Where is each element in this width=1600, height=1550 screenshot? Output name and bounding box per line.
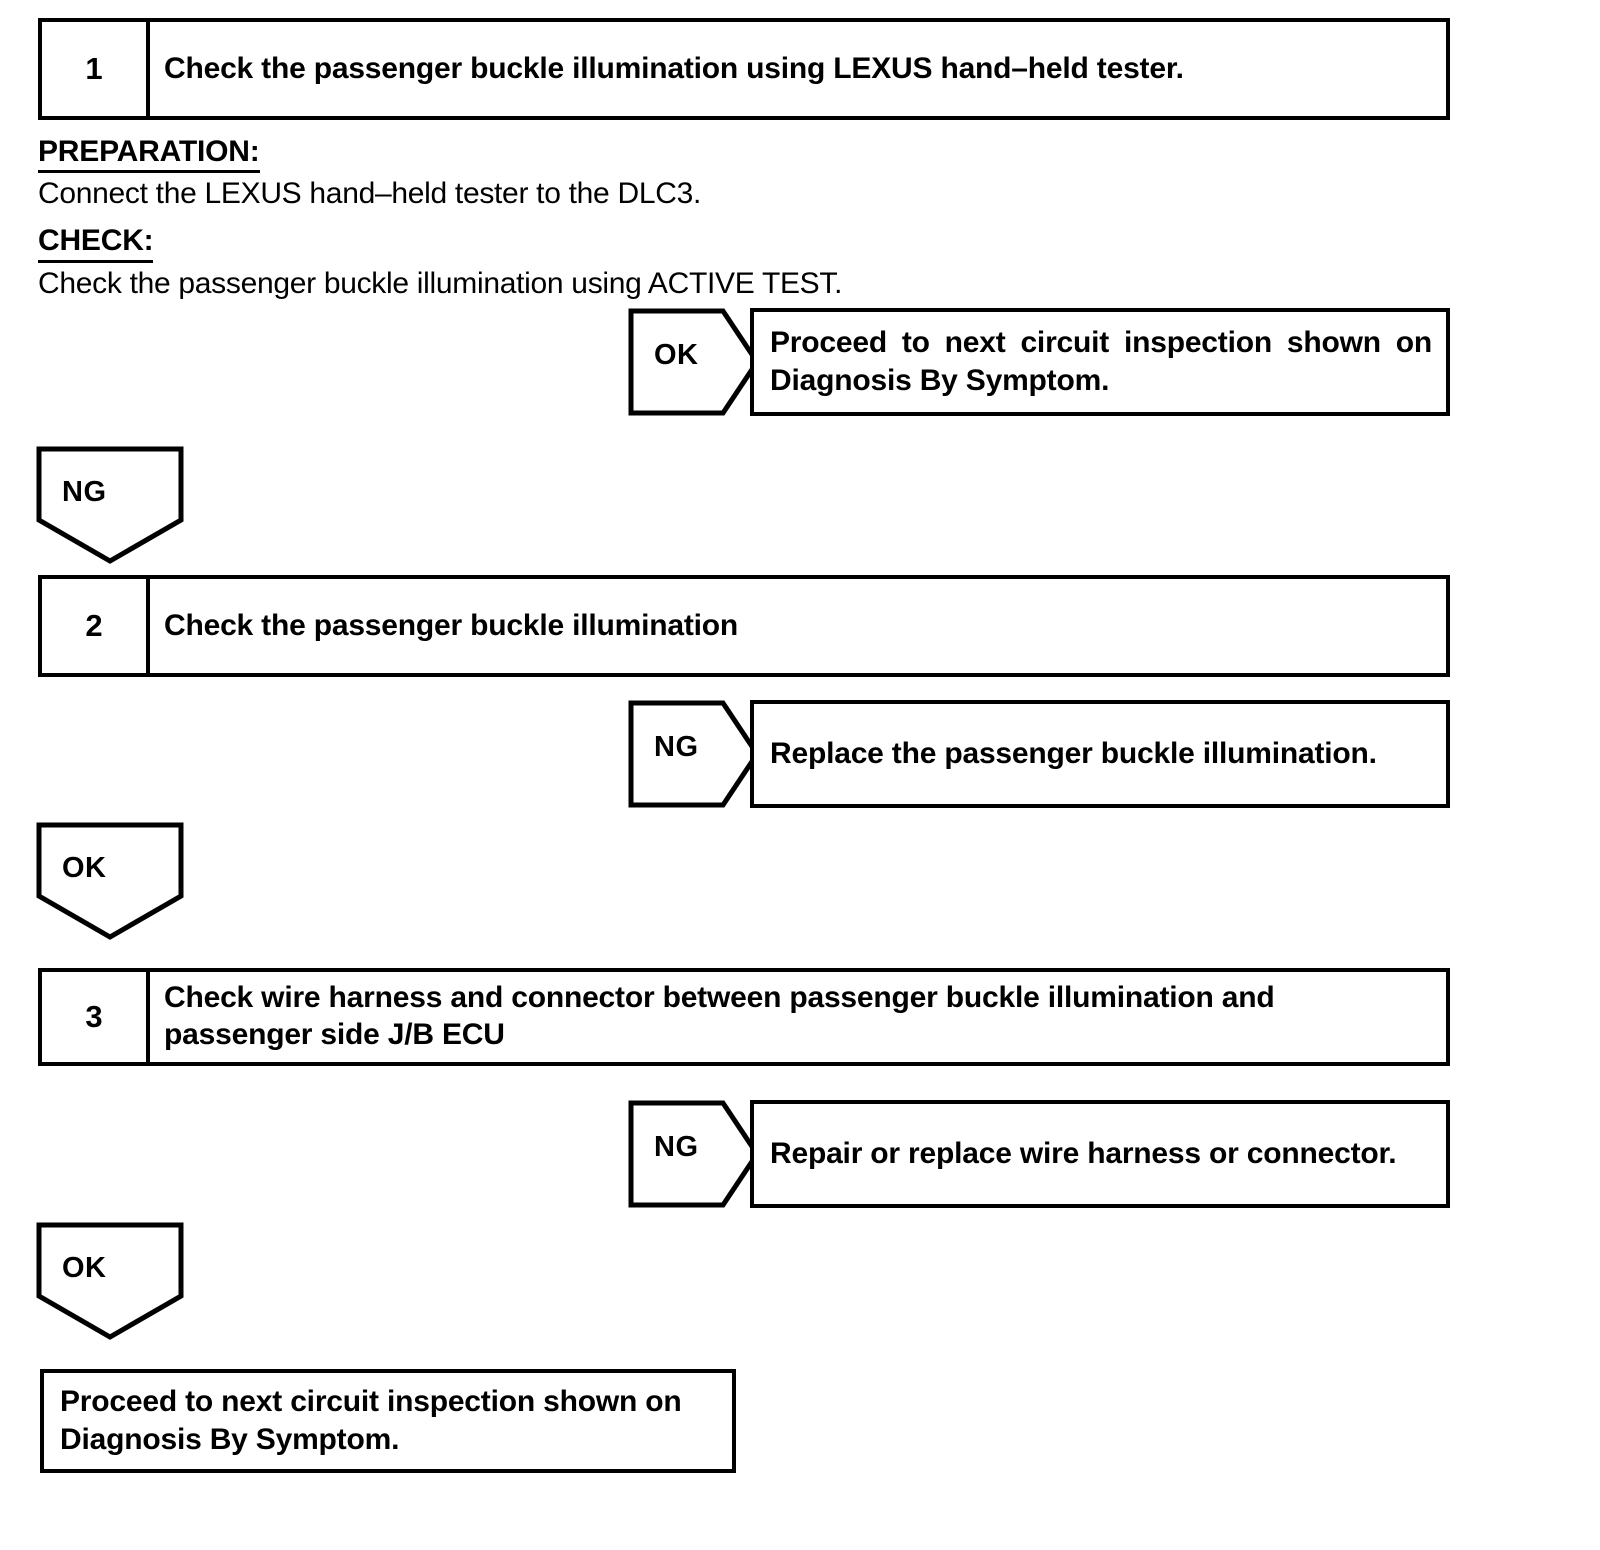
- step-box-1[interactable]: 1 Check the passenger buckle illuminatio…: [38, 18, 1450, 120]
- step-number-3: 3: [42, 972, 150, 1062]
- arrow-right-shape: [628, 1100, 760, 1208]
- branch-label-step3-ok: OK: [62, 1252, 107, 1284]
- step-text-1: Check the passenger buckle illumination …: [164, 51, 1184, 85]
- step-box-2[interactable]: 2 Check the passenger buckle illuminatio…: [38, 575, 1450, 677]
- result-text-step2-ng: Replace the passenger buckle illuminatio…: [770, 737, 1377, 771]
- result-box-step1-ok[interactable]: Proceed to next circuit inspection shown…: [750, 308, 1450, 416]
- branch-arrow-step2-ng: NG: [628, 700, 760, 808]
- arrow-down-shape: [36, 446, 184, 564]
- branch-arrow-step3-ng: NG: [628, 1100, 760, 1208]
- notes-block: PREPARATION: Connect the LEXUS hand–held…: [38, 134, 1038, 313]
- step-number-1: 1: [42, 22, 150, 116]
- branch-label-step1-ok: OK: [654, 339, 699, 371]
- branch-arrow-step2-ok: OK: [36, 822, 184, 940]
- preparation-body: Connect the LEXUS hand–held tester to th…: [38, 177, 701, 211]
- branch-label-step3-ng: NG: [654, 1131, 699, 1163]
- conclusion-box[interactable]: Proceed to next circuit inspection shown…: [40, 1369, 736, 1473]
- conclusion-line-1: Proceed to next circuit inspection shown…: [60, 1385, 682, 1419]
- branch-arrow-step1-ok: OK: [628, 308, 760, 416]
- result-text-step1-ok: Proceed to next circuit inspection shown…: [754, 324, 1446, 400]
- branch-label-step2-ok: OK: [62, 852, 107, 884]
- step-text-3: Check wire harness and connector between…: [164, 981, 1275, 1051]
- arrow-down-shape: [36, 1222, 184, 1340]
- branch-label-step1-ng: NG: [62, 476, 107, 508]
- result-box-step2-ng[interactable]: Replace the passenger buckle illuminatio…: [750, 700, 1450, 808]
- branch-arrow-step1-ng: NG: [36, 446, 184, 564]
- step-text-2: Check the passenger buckle illumination: [164, 608, 739, 642]
- branch-arrow-step3-ok: OK: [36, 1222, 184, 1340]
- branch-label-step2-ng: NG: [654, 731, 699, 763]
- preparation-heading: PREPARATION:: [38, 134, 260, 174]
- result-box-step3-ng[interactable]: Repair or replace wire harness or connec…: [750, 1100, 1450, 1208]
- arrow-right-shape: [628, 700, 760, 808]
- conclusion-text: Proceed to next circuit inspection shown…: [44, 1383, 732, 1459]
- result-text-step3-ng: Repair or replace wire harness or connec…: [770, 1137, 1397, 1171]
- check-body: Check the passenger buckle illumination …: [38, 266, 843, 300]
- step-number-2: 2: [42, 579, 150, 673]
- arrow-right-shape: [628, 308, 760, 416]
- result-line-2: Diagnosis By Symptom.: [770, 364, 1110, 397]
- result-line-1: Proceed to next circuit inspection shown…: [770, 326, 1432, 360]
- step-box-3[interactable]: 3 Check wire harness and connector betwe…: [38, 968, 1450, 1066]
- check-heading: CHECK:: [38, 223, 154, 263]
- conclusion-line-2: Diagnosis By Symptom.: [60, 1423, 400, 1456]
- arrow-down-shape: [36, 822, 184, 940]
